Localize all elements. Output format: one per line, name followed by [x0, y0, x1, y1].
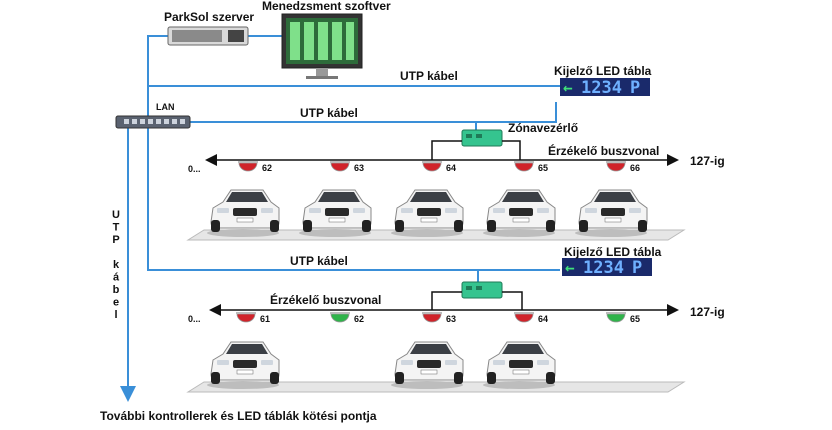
sensor-icon [330, 312, 350, 323]
led-label-low: Kijelző LED tábla [564, 245, 662, 259]
bus-start-low: 0... [188, 314, 201, 324]
sensors-row-top: 62 63 64 65 66 [238, 161, 640, 173]
footer-label: További kontrollerek és LED táblák kötés… [100, 409, 377, 423]
sensor-icon [514, 161, 534, 172]
server-label: ParkSol szerver [164, 10, 254, 24]
sensor-icon [236, 312, 256, 323]
utp-vertical-letter: P [112, 234, 119, 246]
cars-row-top [207, 189, 648, 237]
svg-text:←: ← [565, 258, 575, 277]
sensor-number: 62 [262, 163, 272, 173]
car-icon [299, 189, 372, 237]
svg-text:1234: 1234 [583, 258, 624, 278]
utp-vertical-letter: k [113, 259, 120, 271]
sensor-icon [422, 161, 442, 172]
server-icon [167, 26, 249, 46]
sensor-number: 61 [260, 314, 270, 324]
utp-vertical-letter: b [113, 284, 120, 296]
car-icon [483, 341, 556, 389]
utp-label-mid: UTP kábel [300, 106, 358, 120]
sensors-row-low: 61 62 63 64 65 [236, 312, 640, 324]
svg-text:←: ← [563, 78, 573, 97]
car-icon [483, 189, 556, 237]
utp-label-low: UTP kábel [290, 254, 348, 268]
sensor-number: 66 [630, 163, 640, 173]
car-icon [207, 189, 280, 237]
sensor-number: 65 [630, 314, 640, 324]
utp-label-top: UTP kábel [400, 69, 458, 83]
sensor-number: 64 [446, 163, 456, 173]
bus-label-top: Érzékelő buszvonal [548, 143, 659, 158]
monitor-icon [281, 13, 363, 79]
sensor-icon [606, 161, 626, 172]
cars-row-low [207, 341, 556, 389]
svg-text:P: P [632, 258, 642, 278]
bus-start-top: 0... [188, 164, 201, 174]
utp-cables [120, 35, 560, 402]
led-label-top: Kijelző LED tábla [554, 64, 652, 78]
utp-vertical-letter: T [113, 222, 120, 234]
led-board-top: ← 1234 P [560, 78, 650, 98]
sensor-icon [330, 161, 350, 172]
zone-controller-label: Zónavezérlő [508, 121, 578, 135]
svg-text:1234: 1234 [581, 78, 622, 98]
sensor-number: 63 [446, 314, 456, 324]
software-label: Menedzsment szoftver [262, 0, 391, 13]
utp-vertical-letter: á [113, 272, 120, 284]
zone-controller-low-icon [461, 281, 503, 299]
utp-vertical-letter: e [113, 297, 119, 309]
car-icon [207, 341, 280, 389]
car-icon [575, 189, 648, 237]
led-board-low: ← 1234 P [562, 258, 652, 278]
lan-label: LAN [156, 102, 175, 112]
sensor-icon [514, 312, 534, 323]
svg-text:P: P [630, 78, 640, 98]
bus-end-low: 127-ig [690, 305, 725, 319]
sensor-number: 63 [354, 163, 364, 173]
utp-vertical-letter: l [114, 309, 117, 321]
utp-vertical-letter: U [112, 209, 120, 221]
bus-end-top: 127-ig [690, 154, 725, 168]
sensor-number: 64 [538, 314, 548, 324]
sensor-bus-lines [205, 140, 679, 316]
sensor-icon [238, 161, 258, 172]
car-icon [391, 189, 464, 237]
sensor-number: 65 [538, 163, 548, 173]
sensor-icon [606, 312, 626, 323]
sensor-icon [422, 312, 442, 323]
sensor-number: 62 [354, 314, 364, 324]
bus-label-low: Érzékelő buszvonal [270, 292, 381, 307]
zone-controller-top-icon [461, 129, 503, 147]
car-icon [391, 341, 464, 389]
lan-switch-icon [115, 115, 191, 129]
